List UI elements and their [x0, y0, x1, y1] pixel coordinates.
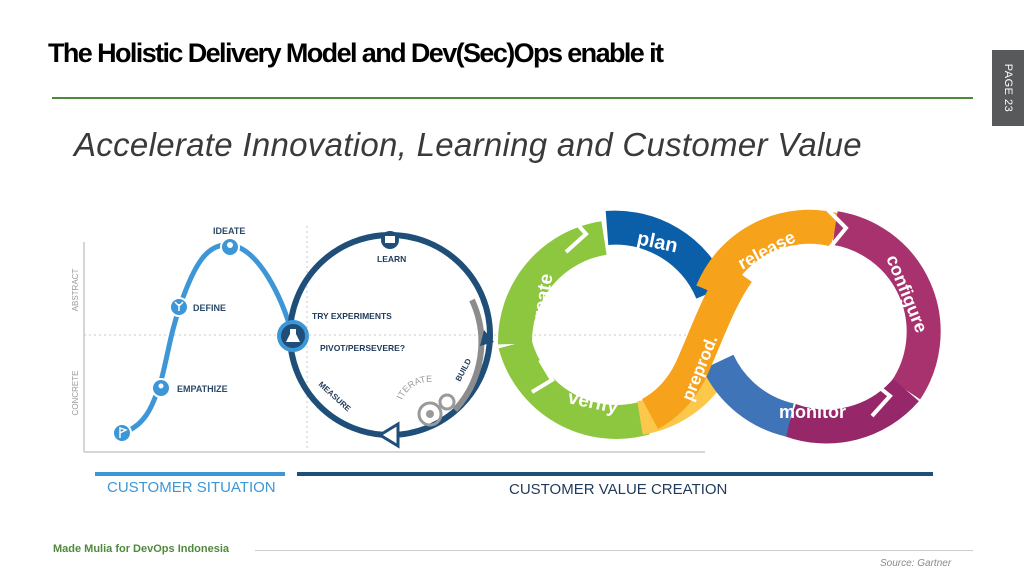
measure-arrow-icon — [377, 421, 400, 449]
slide-title: The Holistic Delivery Model and Dev(Sec)… — [48, 38, 664, 68]
segment-monitor-blue — [702, 354, 795, 437]
loop-try-experiments: TRY EXPERIMENTS — [312, 311, 392, 321]
flag-icon-glyph — [119, 427, 128, 438]
bulb-icon-glyph — [227, 242, 233, 248]
flag-icon — [112, 423, 132, 443]
title-divider — [52, 97, 973, 99]
footer-divider — [255, 550, 973, 551]
loop-learn: LEARN — [377, 254, 406, 264]
segment-configure — [831, 211, 941, 400]
design-curve — [119, 242, 296, 436]
stage-empathize: EMPATHIZE — [177, 384, 228, 394]
page-number-tab: PAGE 23 — [992, 50, 1024, 126]
loop-build: BUILD — [454, 357, 474, 383]
chevron-separator-2 — [530, 358, 555, 394]
pin-icon-glyph — [158, 383, 164, 389]
segment-verify — [498, 339, 650, 439]
lean-loop-ring-lower — [287, 334, 391, 438]
customer-situation-label: CUSTOMER SITUATION — [107, 479, 276, 496]
chevron-separator-3 — [826, 208, 849, 252]
lean-loop: LEARN TRY EXPERIMENTS PIVOT/PERSEVERE? M… — [277, 231, 494, 449]
axis-label-abstract: ABSTRACT — [71, 269, 80, 312]
loop-iterate-label: ITERATE — [395, 374, 432, 401]
segment-monitor — [784, 378, 919, 444]
axis-label-concrete: CONCRETE — [71, 371, 80, 416]
design-thinking-chart: ABSTRACT CONCRETE IDEATE DEFINE EMPATHIZ… — [71, 226, 705, 453]
flask-icon-glyph — [286, 329, 300, 342]
source-note: Source: Gartner — [880, 558, 952, 569]
iterate-gear-icon — [417, 401, 443, 427]
devops-loop: plan create verify preprod. release conf… — [498, 208, 941, 444]
footer-credit: Made Mulia for DevOps Indonesia — [53, 543, 230, 555]
segment-preprod — [641, 262, 753, 429]
stage-define: DEFINE — [193, 303, 226, 313]
iterate-gear-hub — [426, 410, 434, 418]
slide-subtitle: Accelerate Innovation, Learning and Cust… — [74, 126, 862, 163]
sprout-icon-glyph — [174, 301, 184, 311]
loop-monitor: monitor — [779, 402, 846, 422]
iterate-gear-small-icon — [438, 393, 456, 411]
customer-value-creation-label: CUSTOMER VALUE CREATION — [509, 481, 727, 498]
customer-value-creation-bar — [297, 472, 933, 476]
build-arc — [452, 298, 485, 413]
chevron-separator-1 — [564, 214, 589, 254]
chevron-separator-4 — [868, 378, 893, 418]
segment-create — [498, 221, 608, 345]
loop-pivot: PIVOT/PERSEVERE? — [320, 343, 405, 353]
build-arrow-icon — [480, 330, 494, 346]
book-icon-glyph — [385, 236, 395, 243]
customer-situation-bar — [95, 472, 285, 476]
stage-ideate: IDEATE — [213, 226, 245, 236]
